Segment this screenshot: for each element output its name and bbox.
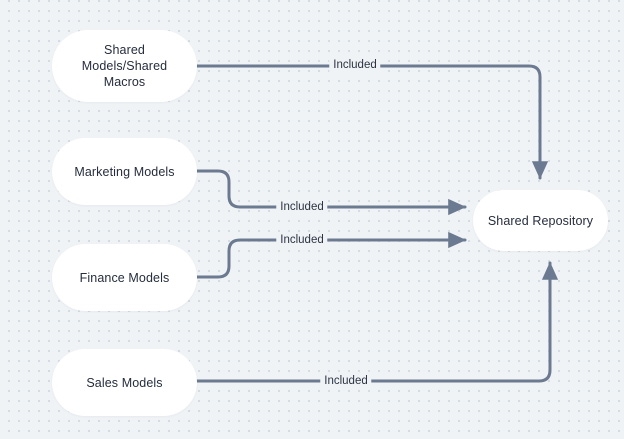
node-marketing-models[interactable]: Marketing Models [52, 138, 197, 205]
node-sales-models[interactable]: Sales Models [52, 349, 197, 416]
edge-path-shared-models [195, 64, 549, 180]
node-finance-models-label: Finance Models [79, 270, 170, 285]
edge-label-shared-models: Included [329, 58, 381, 72]
edge-label-sales-models: Included [320, 374, 372, 388]
edge-path-finance-models [195, 231, 467, 279]
node-shared-models[interactable]: Shared Models/Shared Macros [52, 30, 197, 102]
edge-label-marketing-models: Included [276, 200, 328, 214]
node-finance-models[interactable]: Finance Models [52, 244, 197, 311]
node-shared-models-label: Shared Models/Shared Macros [81, 43, 168, 89]
node-shared-repository[interactable]: Shared Repository [473, 190, 608, 251]
node-shared-repository-label: Shared Repository [487, 213, 594, 228]
node-marketing-models-label: Marketing Models [74, 164, 175, 179]
edge-path-marketing-models [195, 169, 467, 216]
edge-label-finance-models: Included [276, 233, 328, 247]
node-sales-models-label: Sales Models [86, 375, 163, 390]
edge-path-sales-models [195, 261, 559, 383]
